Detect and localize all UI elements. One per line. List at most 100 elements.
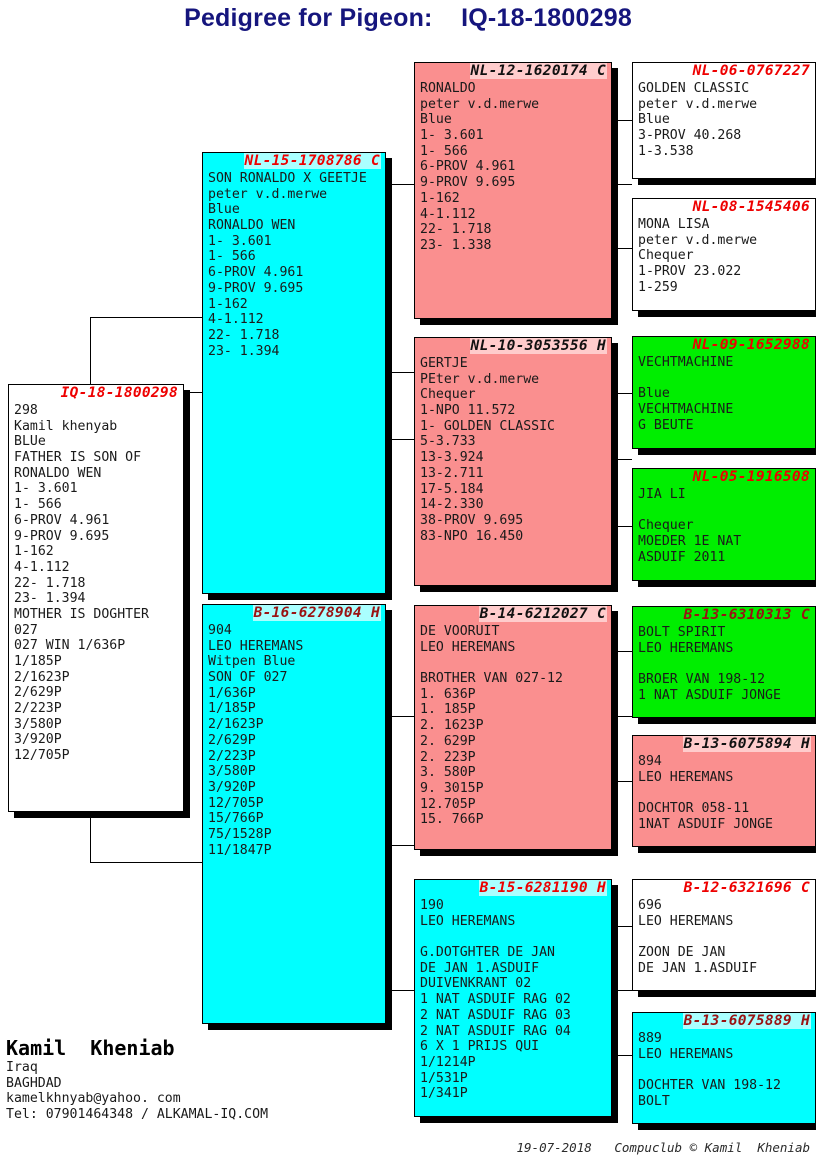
- card-detail-line: LEO HEREMANS: [208, 638, 304, 654]
- card-detail-line: 6-PROV 4.961: [420, 159, 516, 175]
- card-detail-line: 1. 636P: [420, 686, 476, 702]
- card-detail-line: 3/920P: [208, 779, 256, 795]
- card-detail-line: DE JAN 1.ASDUIF: [638, 960, 758, 976]
- card-detail-line: 2/629P: [14, 685, 62, 701]
- card-detail-line: [638, 371, 815, 387]
- card-detail-line: 9-PROV 9.695: [420, 175, 516, 191]
- card-detail-line: 1-NPO 11.572: [420, 403, 516, 419]
- card-detail-line: 3/580P: [14, 716, 62, 732]
- connector-line: [386, 716, 414, 717]
- card-detail-line: DUIVENKRANT 02: [420, 976, 532, 992]
- card-detail-line: 17-5.184: [420, 481, 484, 497]
- card-detail-line: 1 NAT ASDUIF RAG 02: [420, 992, 571, 1008]
- card-detail-line: 6-PROV 4.961: [208, 265, 304, 281]
- ring-number: B-13-6075894 H: [682, 736, 811, 752]
- card-detail-line: 027 WIN 1/636P: [14, 638, 126, 654]
- card-detail-line: peter v.d.merwe: [420, 96, 540, 112]
- ring-number: NL-05-1916508: [691, 469, 811, 485]
- ring-number: NL-10-3053556 H: [469, 338, 607, 354]
- connector-line: [386, 184, 387, 439]
- ring-number: B-16-6278904 H: [252, 605, 381, 621]
- card-detail-line: 1/185P: [208, 701, 256, 717]
- ring-number: NL-12-1620174 C: [469, 63, 607, 79]
- card-detail-line: 1-162: [208, 296, 248, 312]
- card-detail-line: ASDUIF 2011: [638, 549, 726, 565]
- ring-number: NL-08-1545406: [691, 199, 811, 215]
- card-detail-line: MONA LISA: [638, 217, 710, 232]
- card-detail-line: 696: [638, 898, 662, 913]
- card-detail-line: MOTHER IS DOGHTER: [14, 606, 149, 622]
- card-detail-line: Chequer: [420, 387, 476, 403]
- card-detail-line: 1- GOLDEN CLASSIC: [420, 418, 555, 434]
- card-detail-line: 13-3.924: [420, 450, 484, 466]
- card-detail-line: 9-PROV 9.695: [14, 528, 110, 544]
- card-ring-header: NL-06-0767227: [633, 63, 815, 81]
- card-detail-line: 22- 1.718: [14, 575, 86, 591]
- card-ring-header: NL-09-1652988: [633, 337, 815, 355]
- card-detail-line: 12/705P: [14, 748, 70, 764]
- card-detail-line: 2 NAT ASDUIF RAG 03: [420, 1007, 571, 1023]
- card-detail-line: 1- 3.601: [14, 481, 78, 497]
- card-detail-line: 2 NAT ASDUIF RAG 04: [420, 1023, 571, 1039]
- card-detail-line: DE VOORUIT: [420, 624, 500, 639]
- card-detail-line: 1-259: [638, 279, 678, 295]
- card-detail-line: 38-PROV 9.695: [420, 512, 524, 528]
- card-detail-line: MOEDER 1E NAT: [638, 534, 742, 550]
- card-detail-line: LEO HEREMANS: [638, 769, 734, 785]
- connector-line: [386, 184, 414, 185]
- card-detail-line: 12.705P: [420, 796, 476, 812]
- footer-credit: 19-07-2018 Compuclub © Kamil Kheniab: [516, 1140, 811, 1155]
- card-detail-line: peter v.d.merwe: [638, 232, 758, 248]
- card-detail-line: BOLT: [638, 1093, 670, 1109]
- card-detail-line: VECHTMACHINE: [638, 355, 734, 370]
- connector-line: [604, 248, 632, 249]
- card-detail-line: Chequer: [638, 518, 694, 534]
- card-detail-line: Blue: [638, 112, 670, 128]
- card-detail-line: 3/580P: [208, 764, 256, 780]
- card-detail-line: 2/1623P: [208, 717, 264, 733]
- card-detail-line: [638, 785, 815, 801]
- connector-line: [386, 990, 414, 991]
- connector-line: [90, 862, 202, 863]
- connector-line: [604, 781, 632, 782]
- card-detail-line: 23- 1.338: [420, 237, 492, 253]
- ring-number: B-13-6075889 H: [682, 1013, 811, 1029]
- card-detail-line: 11/1847P: [208, 842, 272, 858]
- card-detail-line: LEO HEREMANS: [638, 640, 734, 656]
- owner-email: kamelkhnyab@yahoo. com: [6, 1091, 181, 1107]
- connector-line: [604, 184, 632, 185]
- owner-country: Iraq: [6, 1060, 38, 1075]
- card-detail-line: G BEUTE: [638, 417, 694, 433]
- card-detail-line: 1- 566: [420, 143, 468, 159]
- card-detail-line: 2. 223P: [420, 749, 476, 765]
- card-detail-line: 1NAT ASDUIF JONGE: [638, 816, 773, 832]
- card-ring-header: B-13-6310313 C: [633, 607, 815, 625]
- card-detail-line: [638, 503, 815, 519]
- connector-line: [604, 393, 632, 394]
- card-detail-line: LEO HEREMANS: [420, 639, 516, 655]
- card-detail-line: LEO HEREMANS: [638, 913, 734, 929]
- card-detail-line: 23- 1.394: [14, 591, 86, 607]
